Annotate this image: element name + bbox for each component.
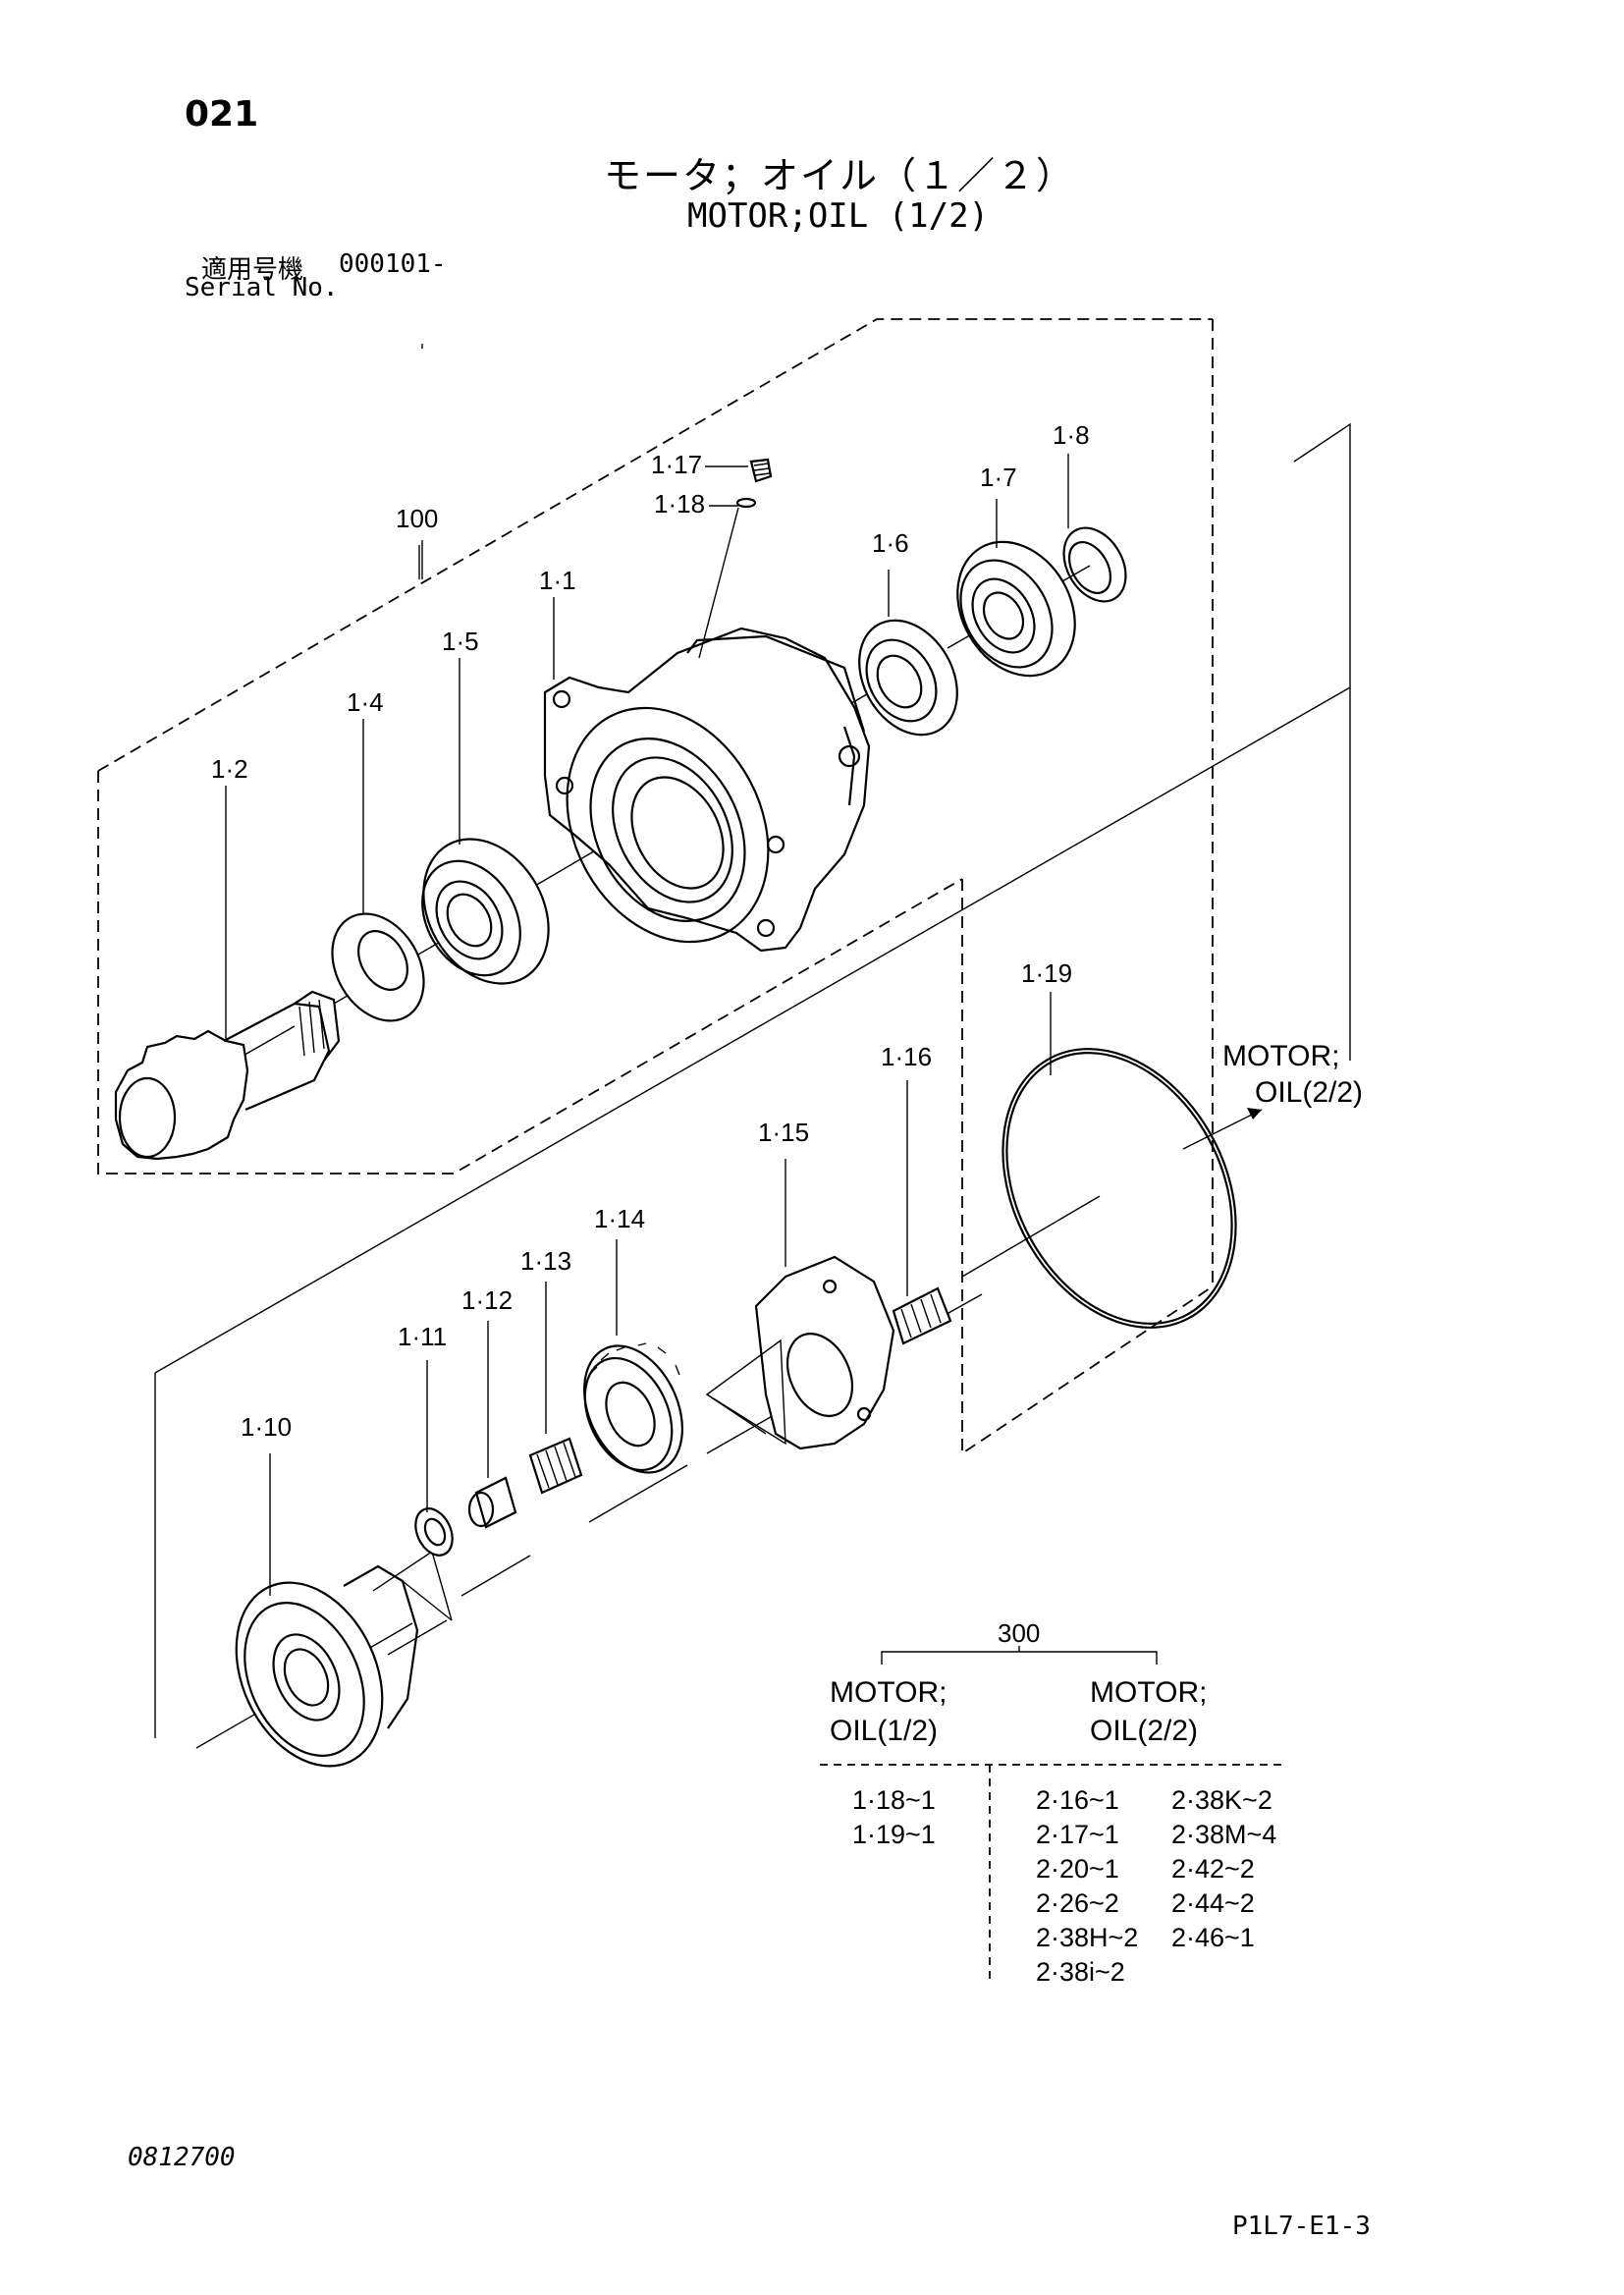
page-number: 021 — [185, 94, 259, 135]
serial-label-japanese: 適用号機 — [201, 255, 304, 285]
kit-col2a-item-6: 2·38i~2 — [1036, 1957, 1125, 1987]
oil-seal-part — [858, 619, 958, 737]
housing-part — [543, 627, 871, 953]
kit-table: 300 MOTOR; OIL(1/2) MOTOR; OIL(2/2) 1·18… — [820, 1618, 1286, 1987]
part-label-1-19: 1·19 — [1021, 958, 1072, 988]
kit-col2b-item-3: 2·42~2 — [1171, 1854, 1255, 1884]
part-label-1-8: 1·8 — [1053, 420, 1090, 450]
kit-col2-head-line2: OIL(2/2) — [1090, 1715, 1198, 1747]
kit-col2-head-line1: MOTOR; — [1090, 1676, 1207, 1709]
kit-col2b-item-4: 2·44~2 — [1171, 1888, 1255, 1918]
group-boundary-lower — [154, 422, 1351, 1738]
part-label-1-5: 1·5 — [442, 627, 479, 656]
page-title-japanese: モータ；オイル（１／２） — [604, 154, 1076, 197]
kit-col1-head-line1: MOTOR; — [830, 1676, 947, 1709]
spline-coupling-part — [892, 1286, 952, 1345]
kit-group-label: 300 — [998, 1618, 1040, 1648]
page-title-english: MOTOR;OIL (1/2) — [687, 196, 990, 236]
continuation-arrowhead — [1247, 1108, 1262, 1120]
part-label-1-18: 1·18 — [654, 489, 705, 519]
seal-part — [331, 912, 425, 1022]
kit-col1-item-1: 1·18~1 — [852, 1785, 936, 1815]
continuation-label-line2: OIL(2/2) — [1255, 1076, 1363, 1109]
plug-part — [749, 458, 773, 483]
part-label-1-1: 1·1 — [539, 566, 576, 595]
part-labels: 100 1·1 1·2 1·4 1·5 1·6 1·7 1·8 1·10 1·1… — [211, 420, 1363, 1442]
carrier-part — [235, 1550, 453, 1768]
kit-col2a-item-5: 2·38H~2 — [1036, 1923, 1138, 1952]
kit-col1-head-line2: OIL(1/2) — [830, 1715, 938, 1747]
kit-col2a-item-4: 2·26~2 — [1036, 1888, 1119, 1918]
group-boundary-upper — [97, 318, 1214, 1455]
continuation-label-line1: MOTOR; — [1222, 1040, 1339, 1072]
kit-col2a-item-2: 2·17~1 — [1036, 1820, 1119, 1849]
document-code: 0812700 — [128, 2143, 236, 2172]
bearing-part-b — [956, 540, 1076, 678]
part-label-1-6: 1·6 — [872, 528, 909, 558]
kit-col1-item-2: 1·19~1 — [852, 1820, 936, 1849]
pinion-shaft-part — [114, 990, 341, 1161]
kit-col2a-item-1: 2·16~1 — [1036, 1785, 1119, 1815]
needle-bearing-part — [528, 1437, 583, 1495]
continuation-arrow-line — [1182, 1109, 1263, 1150]
part-label-1-11: 1·11 — [398, 1322, 447, 1351]
bearing-part-a — [421, 838, 550, 985]
o-ring-small-part — [735, 497, 757, 509]
part-label-1-14: 1·14 — [594, 1204, 645, 1233]
part-label-1-7: 1·7 — [980, 463, 1017, 492]
washer-part — [414, 1507, 454, 1557]
planetary-gear-part — [583, 1342, 683, 1474]
part-label-1-10: 1·10 — [241, 1412, 292, 1442]
kit-col2b-item-1: 2·38K~2 — [1171, 1785, 1272, 1815]
plug-leader-line — [698, 507, 739, 659]
part-label-1-4: 1·4 — [347, 687, 384, 717]
part-label-1-16: 1·16 — [881, 1042, 932, 1071]
group-label-100: 100 — [396, 504, 438, 533]
leader-lines — [225, 344, 1069, 1596]
kit-col2a-item-3: 2·20~1 — [1036, 1854, 1119, 1884]
bushing-part — [467, 1476, 517, 1529]
snap-ring-part — [1062, 526, 1127, 603]
part-label-1-12: 1·12 — [461, 1285, 513, 1315]
part-label-1-17: 1·17 — [651, 450, 702, 479]
part-label-1-2: 1·2 — [211, 754, 248, 784]
thrust-plate-part — [705, 1255, 895, 1450]
sheet-code: P1L7-E1-3 — [1232, 2212, 1371, 2241]
serial-number-value: 000101- — [339, 249, 447, 279]
kit-col2b-item-5: 2·46~1 — [1171, 1923, 1255, 1952]
serial-label-english: Serial No. — [185, 273, 339, 302]
part-label-1-13: 1·13 — [520, 1246, 571, 1276]
kit-col2b-item-2: 2·38M~4 — [1171, 1820, 1276, 1849]
part-label-1-15: 1·15 — [758, 1118, 809, 1147]
